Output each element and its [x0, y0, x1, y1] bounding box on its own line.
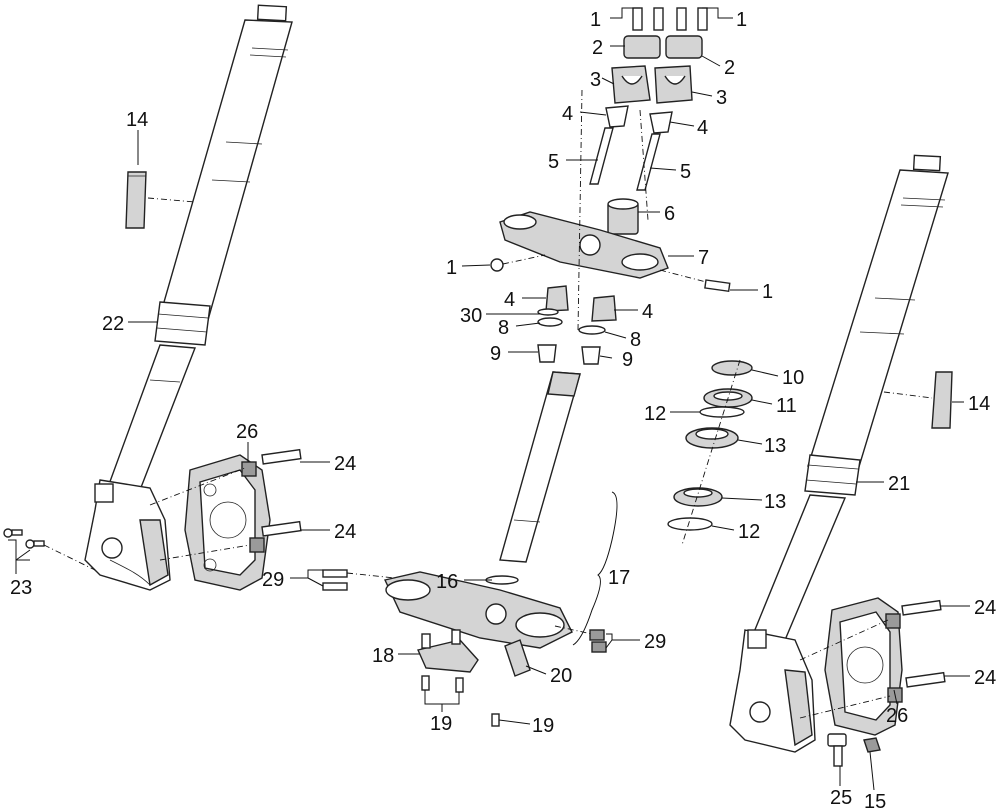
- callout-2: 2: [592, 37, 603, 59]
- lower-triple-clamp: [383, 571, 573, 649]
- callout-8: 8: [630, 329, 641, 351]
- callout-22: 22: [102, 313, 124, 335]
- rubber-bushings-lower: [545, 285, 617, 322]
- callout-3: 3: [716, 87, 727, 109]
- callout-11: 11: [776, 395, 797, 417]
- callout-4: 4: [697, 117, 708, 139]
- washers: [537, 308, 606, 335]
- callout-1: 1: [590, 9, 601, 31]
- callout-labels: 1 1 2 2 3 3 4 4 5 5 6 7 1 1 4 4 30 8 8 9…: [10, 9, 996, 810]
- callout-7: 7: [698, 247, 709, 269]
- callout-10: 10: [782, 367, 804, 389]
- callout-18: 18: [372, 645, 394, 667]
- callout-5: 5: [548, 151, 559, 173]
- axle-pinch-screws: [3, 528, 45, 549]
- callout-12: 12: [738, 521, 760, 543]
- fork-slider-left: [125, 171, 147, 229]
- callout-8: 8: [498, 317, 509, 339]
- callout-1: 1: [446, 257, 457, 279]
- callout-24: 24: [334, 521, 356, 543]
- callout-20: 20: [550, 665, 572, 687]
- steering-bearing-upper: [685, 427, 739, 449]
- fork-slider-right: [931, 371, 953, 429]
- callout-4: 4: [562, 103, 573, 125]
- left-fork-leg: [84, 4, 293, 591]
- hose-guide-bracket: [417, 629, 479, 673]
- handlebar-clamp-bolts: [632, 7, 708, 31]
- caliper-bolts-right: [885, 599, 946, 703]
- callout-4: 4: [504, 289, 515, 311]
- callout-23: 23: [10, 577, 32, 599]
- upper-triple-clamp: [499, 211, 669, 279]
- leader-lines: [8, 7, 970, 791]
- right-fork-leg: [729, 154, 949, 753]
- callout-14: 14: [968, 393, 990, 415]
- group-brace: [572, 491, 618, 646]
- callout-2: 2: [724, 57, 735, 79]
- callout-9: 9: [490, 343, 501, 365]
- bearing-seal-upper: [699, 406, 745, 418]
- handlebar-clamp-lower: [611, 65, 693, 104]
- callout-12: 12: [644, 403, 666, 425]
- callout-5: 5: [680, 161, 691, 183]
- callout-24: 24: [974, 597, 996, 619]
- callout-21: 21: [888, 473, 910, 495]
- callout-29: 29: [262, 569, 284, 591]
- callout-17: 17: [608, 567, 630, 589]
- callout-25: 25: [830, 787, 852, 809]
- callout-26: 26: [236, 421, 258, 443]
- clamp-studs: [589, 127, 661, 191]
- callout-4: 4: [642, 301, 653, 323]
- lower-clamp-bolts-left: [322, 569, 348, 591]
- brake-caliper-right: [824, 597, 903, 736]
- callout-19: 19: [532, 715, 554, 737]
- callout-1: 1: [736, 9, 747, 31]
- bearing-seal-lower: [667, 517, 713, 531]
- callout-13: 13: [764, 435, 786, 457]
- callout-24: 24: [974, 667, 996, 689]
- brake-caliper-left: [184, 454, 271, 591]
- callout-26: 26: [886, 705, 908, 727]
- callout-30: 30: [460, 305, 482, 327]
- caliper-bolts-left: [241, 448, 302, 553]
- steering-stop: [504, 639, 531, 677]
- callout-9: 9: [622, 349, 633, 371]
- callout-13: 13: [764, 491, 786, 513]
- steering-bearing-lower: [673, 487, 723, 507]
- handlebar-clamp-upper: [623, 35, 703, 59]
- callout-15: 15: [864, 791, 886, 810]
- steering-stem-nut: [607, 198, 639, 235]
- callout-6: 6: [664, 203, 675, 225]
- callout-1: 1: [762, 281, 773, 303]
- axle-nut: [863, 737, 881, 753]
- rubber-bushings-upper: [605, 105, 673, 134]
- callout-3: 3: [590, 69, 601, 91]
- bearing-dust-cover: [711, 360, 753, 376]
- callout-19: 19: [430, 713, 452, 735]
- top-yoke-pinch-bolt: [704, 279, 731, 293]
- callout-16: 16: [436, 571, 458, 593]
- callout-24: 24: [334, 453, 356, 475]
- top-yoke-nut: [490, 258, 504, 272]
- lower-clamp-bolts-right: [589, 629, 607, 653]
- steering-stem-tube: [499, 371, 581, 563]
- bushing-nuts: [537, 344, 601, 365]
- axle-bolt: [827, 733, 847, 767]
- callout-14: 14: [126, 109, 148, 131]
- callout-29: 29: [644, 631, 666, 653]
